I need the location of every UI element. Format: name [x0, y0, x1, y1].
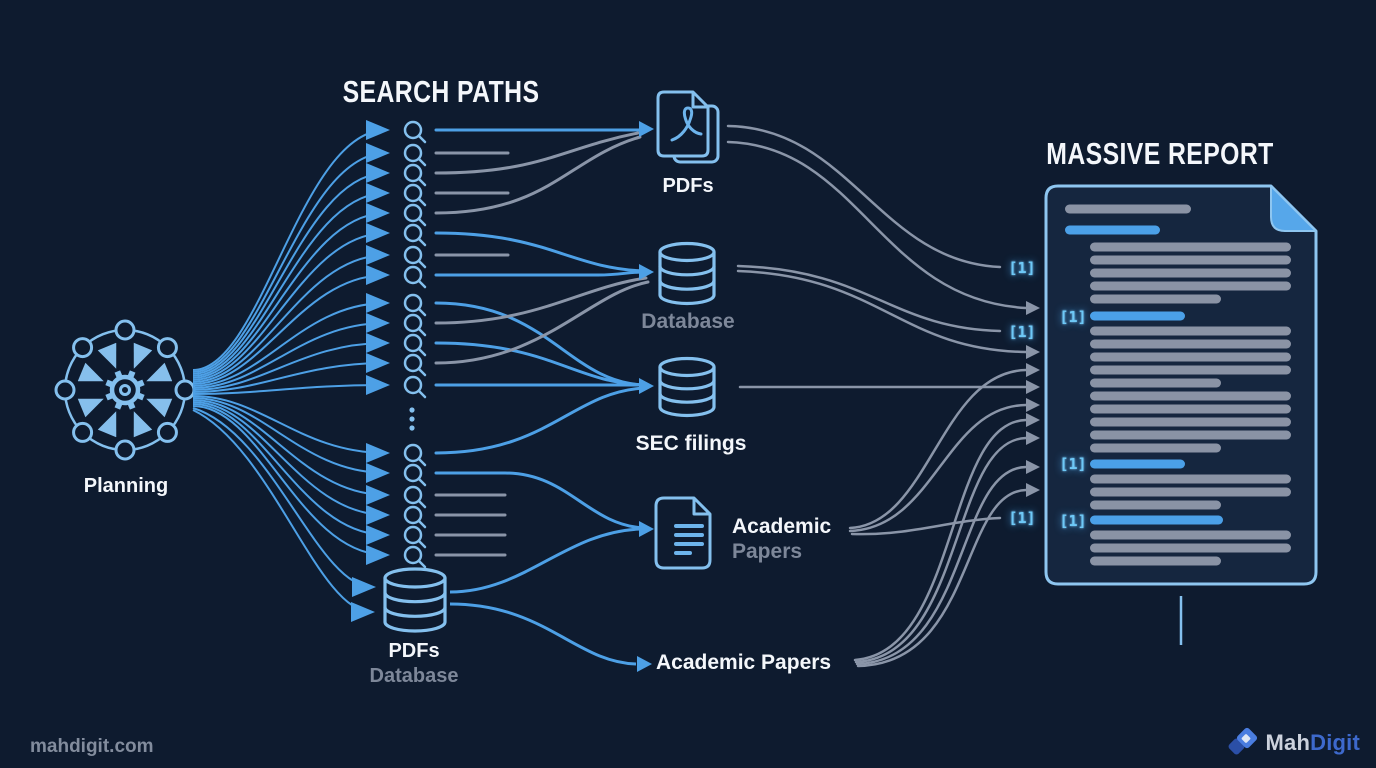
sec-filings-label: SEC filings — [635, 432, 747, 455]
pdf-file-icon — [656, 90, 720, 164]
citation-marker: [1] — [1008, 323, 1036, 341]
pdfs-database-label-line2: Database — [369, 665, 459, 687]
academic-papers-label-line2: Papers — [732, 540, 803, 563]
pdfs-database-label-line1: PDFs — [388, 640, 440, 662]
massive-report-title: MASSIVE REPORT — [1046, 136, 1274, 171]
folded-corner — [1270, 185, 1317, 232]
paper-text-lines — [674, 524, 704, 555]
acrobat-glyph — [670, 106, 703, 142]
brand-logo: MahDigit — [1226, 726, 1361, 760]
brand-logo-icon — [1228, 727, 1257, 755]
citation-marker: [1] — [1059, 455, 1087, 473]
database-cylinder-icons — [383, 241, 716, 633]
pdfs-label: PDFs — [662, 175, 714, 197]
report-arrowheads — [1026, 301, 1040, 497]
ellipsis-dots — [409, 407, 415, 431]
search-paths-title: SEARCH PATHS — [342, 74, 540, 109]
citation-marker: [1] — [1059, 308, 1087, 326]
citation-marker: [1] — [1008, 509, 1036, 527]
report-document — [1044, 184, 1318, 645]
search-query-rows — [403, 120, 650, 569]
citation-flow-lines — [726, 124, 1028, 668]
academic-papers-label-line1: Academic — [732, 515, 832, 538]
academic-paper-icon — [654, 496, 712, 570]
academic-papers-text-label: Academic Papers — [656, 651, 832, 674]
citation-marker: [1] — [1059, 512, 1087, 530]
website-watermark: mahdigit.com — [30, 736, 154, 757]
fanout-lines — [192, 120, 641, 666]
database-label: Database — [641, 310, 735, 333]
planning-label: Planning — [83, 475, 169, 497]
source-arrowheads — [637, 121, 654, 672]
citation-marker: [1] — [1008, 259, 1036, 277]
planning-hub-icon — [54, 319, 196, 461]
report-text-bars — [1065, 204, 1291, 566]
brand-logo-text: MahDigit — [1265, 730, 1360, 755]
